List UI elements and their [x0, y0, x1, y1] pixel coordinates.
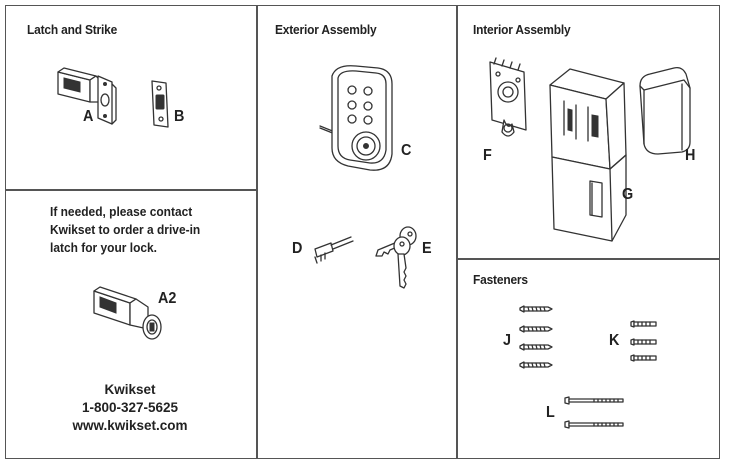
tailpiece-tool-icon — [314, 236, 354, 264]
section-title-latch-strike: Latch and Strike — [27, 22, 118, 37]
parts-diagram-sheet — [5, 5, 720, 459]
mounting-plate-icon — [489, 57, 527, 137]
part-label-d: D — [292, 240, 303, 257]
screw-k-3 — [630, 354, 657, 362]
machine-screw-icon — [630, 320, 657, 362]
battery-cover-icon — [639, 66, 691, 155]
part-label-c: C — [401, 142, 412, 159]
drive-in-latch-icon — [93, 286, 162, 340]
latch-icon — [57, 67, 117, 125]
note-line-2: Kwikset to order a drive-in — [50, 222, 201, 237]
company-name: Kwikset — [104, 382, 156, 397]
note-line-3: latch for your lock. — [50, 240, 158, 255]
screw-k-2 — [630, 338, 657, 346]
part-label-e: E — [422, 240, 432, 257]
part-label-a2: A2 — [158, 290, 177, 307]
section-title-interior: Interior Assembly — [473, 22, 571, 37]
bolt-l-2 — [564, 420, 624, 429]
section-title-fasteners: Fasteners — [473, 272, 528, 287]
part-label-k: K — [609, 332, 620, 349]
note-line-1: If needed, please contact — [50, 204, 193, 219]
screw-j-4 — [519, 361, 553, 369]
part-label-b: B — [174, 108, 185, 125]
keys-icon — [375, 226, 417, 289]
website-link: www.kwikset.com — [72, 418, 188, 433]
column-divider-left — [256, 6, 258, 458]
drive-in-note: If needed, please contact Kwikset to ord… — [50, 203, 200, 257]
contact-info: Kwikset 1-800-327-5625 www.kwikset.com — [55, 381, 205, 435]
bolt-l-1 — [564, 396, 624, 405]
part-label-g: G — [622, 186, 634, 203]
exterior-keypad-icon — [319, 65, 393, 171]
section-title-exterior: Exterior Assembly — [275, 22, 377, 37]
part-label-a: A — [83, 108, 94, 125]
long-bolt-icon — [564, 396, 624, 429]
part-label-j: J — [503, 332, 512, 349]
screw-k-1 — [630, 320, 657, 328]
interior-assembly-icon — [549, 68, 627, 242]
column-divider-right — [456, 6, 458, 458]
part-label-f: F — [483, 147, 492, 164]
part-label-l: L — [546, 404, 555, 421]
part-label-h: H — [685, 147, 696, 164]
screw-j-1 — [519, 305, 553, 313]
row-divider-left — [6, 189, 257, 191]
screw-j-3 — [519, 343, 553, 351]
screw-j-2 — [519, 325, 553, 333]
row-divider-right — [456, 258, 720, 260]
strike-plate-icon — [151, 80, 169, 128]
phone-number: 1-800-327-5625 — [81, 400, 179, 415]
short-screw-icon — [519, 305, 553, 369]
